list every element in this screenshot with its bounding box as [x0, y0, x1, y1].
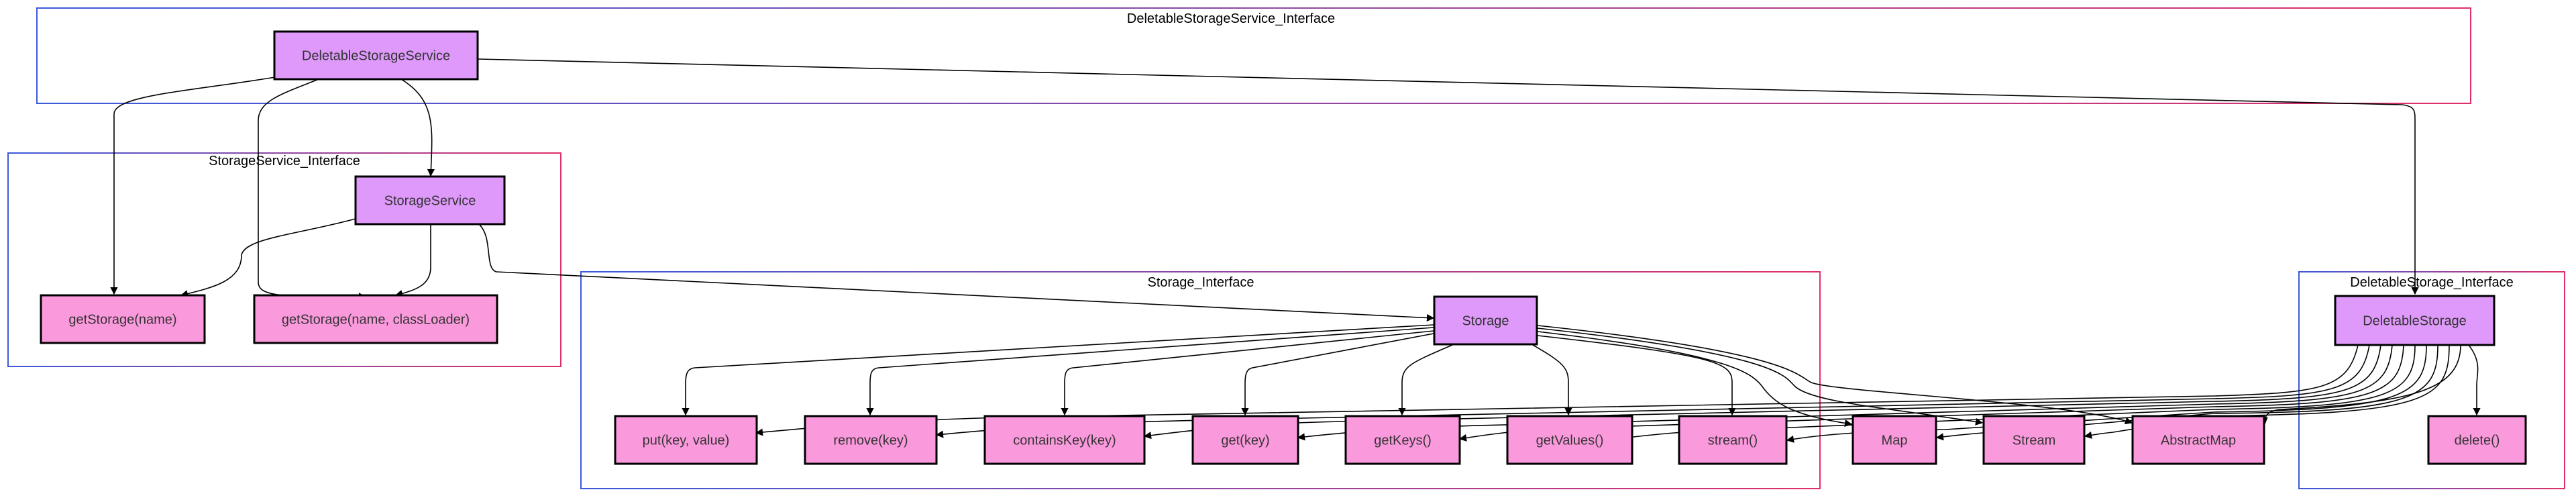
node-label: StorageService	[384, 194, 476, 209]
node-map[interactable]: Map	[1851, 415, 1937, 465]
edge-st-gk	[1398, 344, 1453, 416]
edge-ds-str	[1786, 344, 2427, 443]
node-label: Stream	[2012, 434, 2055, 448]
edge-ds-gv	[1605, 344, 2416, 444]
edge-dss-ds	[478, 58, 2419, 295]
group-deletable-storage-interface: DeletableStorage_Interface	[2298, 271, 2565, 489]
edge-st-ck	[1061, 330, 1434, 416]
group-storage-interface: Storage_Interface	[580, 271, 1821, 489]
node-label: AbstractMap	[2161, 434, 2236, 448]
edge-dss-gs1	[110, 73, 296, 295]
node-get-keys[interactable]: getKeys()	[1344, 415, 1461, 465]
node-label: Map	[1882, 434, 1908, 448]
node-label: Storage	[1462, 314, 1509, 329]
node-storage[interactable]: Storage	[1433, 295, 1538, 346]
edge-st-map	[1537, 331, 1853, 428]
edge-st-str	[1537, 335, 1736, 416]
edge-st-gv	[1532, 344, 1572, 416]
node-remove[interactable]: remove(key)	[804, 415, 938, 465]
node-label: delete()	[2455, 434, 2500, 448]
edge-st-rem	[866, 327, 1434, 416]
group-storage-service-interface: StorageService_Interface	[7, 152, 561, 367]
node-storage-service[interactable]: StorageService	[354, 175, 506, 226]
edge-st-put	[682, 324, 1434, 416]
edge-st-stm	[1537, 328, 1984, 426]
edge-ds-del	[2468, 344, 2481, 416]
node-contains-key[interactable]: containsKey(key)	[983, 415, 1146, 465]
node-label: get(key)	[1221, 434, 1269, 448]
node-deletable-storage-service[interactable]: DeletableStorageService	[273, 30, 479, 81]
edge-ss-gs1	[180, 218, 356, 298]
node-get[interactable]: get(key)	[1191, 415, 1299, 465]
node-abstract-map[interactable]: AbstractMap	[2131, 415, 2265, 465]
node-label: getStorage(name, classLoader)	[282, 313, 470, 328]
node-label: DeletableStorageService	[302, 49, 450, 64]
node-stream-method[interactable]: stream()	[1678, 415, 1788, 465]
node-label: containsKey(key)	[1013, 434, 1116, 448]
edge-ds-stm	[2084, 344, 2450, 439]
node-stream[interactable]: Stream	[1982, 415, 2086, 465]
node-label: remove(key)	[833, 434, 908, 448]
node-label: getKeys()	[1374, 434, 1432, 448]
node-put[interactable]: put(key, value)	[614, 415, 758, 465]
node-label: getValues()	[1536, 434, 1604, 448]
edge-st-am	[1537, 325, 2133, 425]
edge-dss-gs2	[258, 79, 367, 301]
node-label: DeletableStorage	[2363, 314, 2467, 329]
group-deletable-storage-service-interface: DeletableStorageService_Interface	[36, 7, 2471, 104]
edge-dss-ss	[400, 79, 435, 177]
group-title: Storage_Interface	[1148, 275, 1254, 290]
group-title: DeletableStorage_Interface	[2350, 275, 2514, 290]
group-title: StorageService_Interface	[209, 154, 360, 168]
node-label: getStorage(name)	[68, 313, 176, 328]
edge-ss-st	[479, 224, 1435, 322]
node-deletable-storage[interactable]: DeletableStorage	[2334, 295, 2496, 346]
edges	[110, 58, 2481, 444]
edge-st-get	[1241, 333, 1434, 416]
node-label: stream()	[1708, 434, 1758, 448]
node-label: put(key, value)	[643, 434, 730, 448]
group-title: DeletableStorageService_Interface	[1127, 11, 1335, 26]
edge-ds-map	[1935, 344, 2438, 441]
node-delete[interactable]: delete()	[2427, 415, 2527, 465]
node-get-values[interactable]: getValues()	[1506, 415, 1633, 465]
edge-ds-am	[2260, 344, 2461, 426]
node-get-storage-name[interactable]: getStorage(name)	[40, 294, 206, 344]
node-get-storage-name-classloader[interactable]: getStorage(name, classLoader)	[253, 294, 498, 344]
edge-ss-gs2	[394, 225, 431, 297]
